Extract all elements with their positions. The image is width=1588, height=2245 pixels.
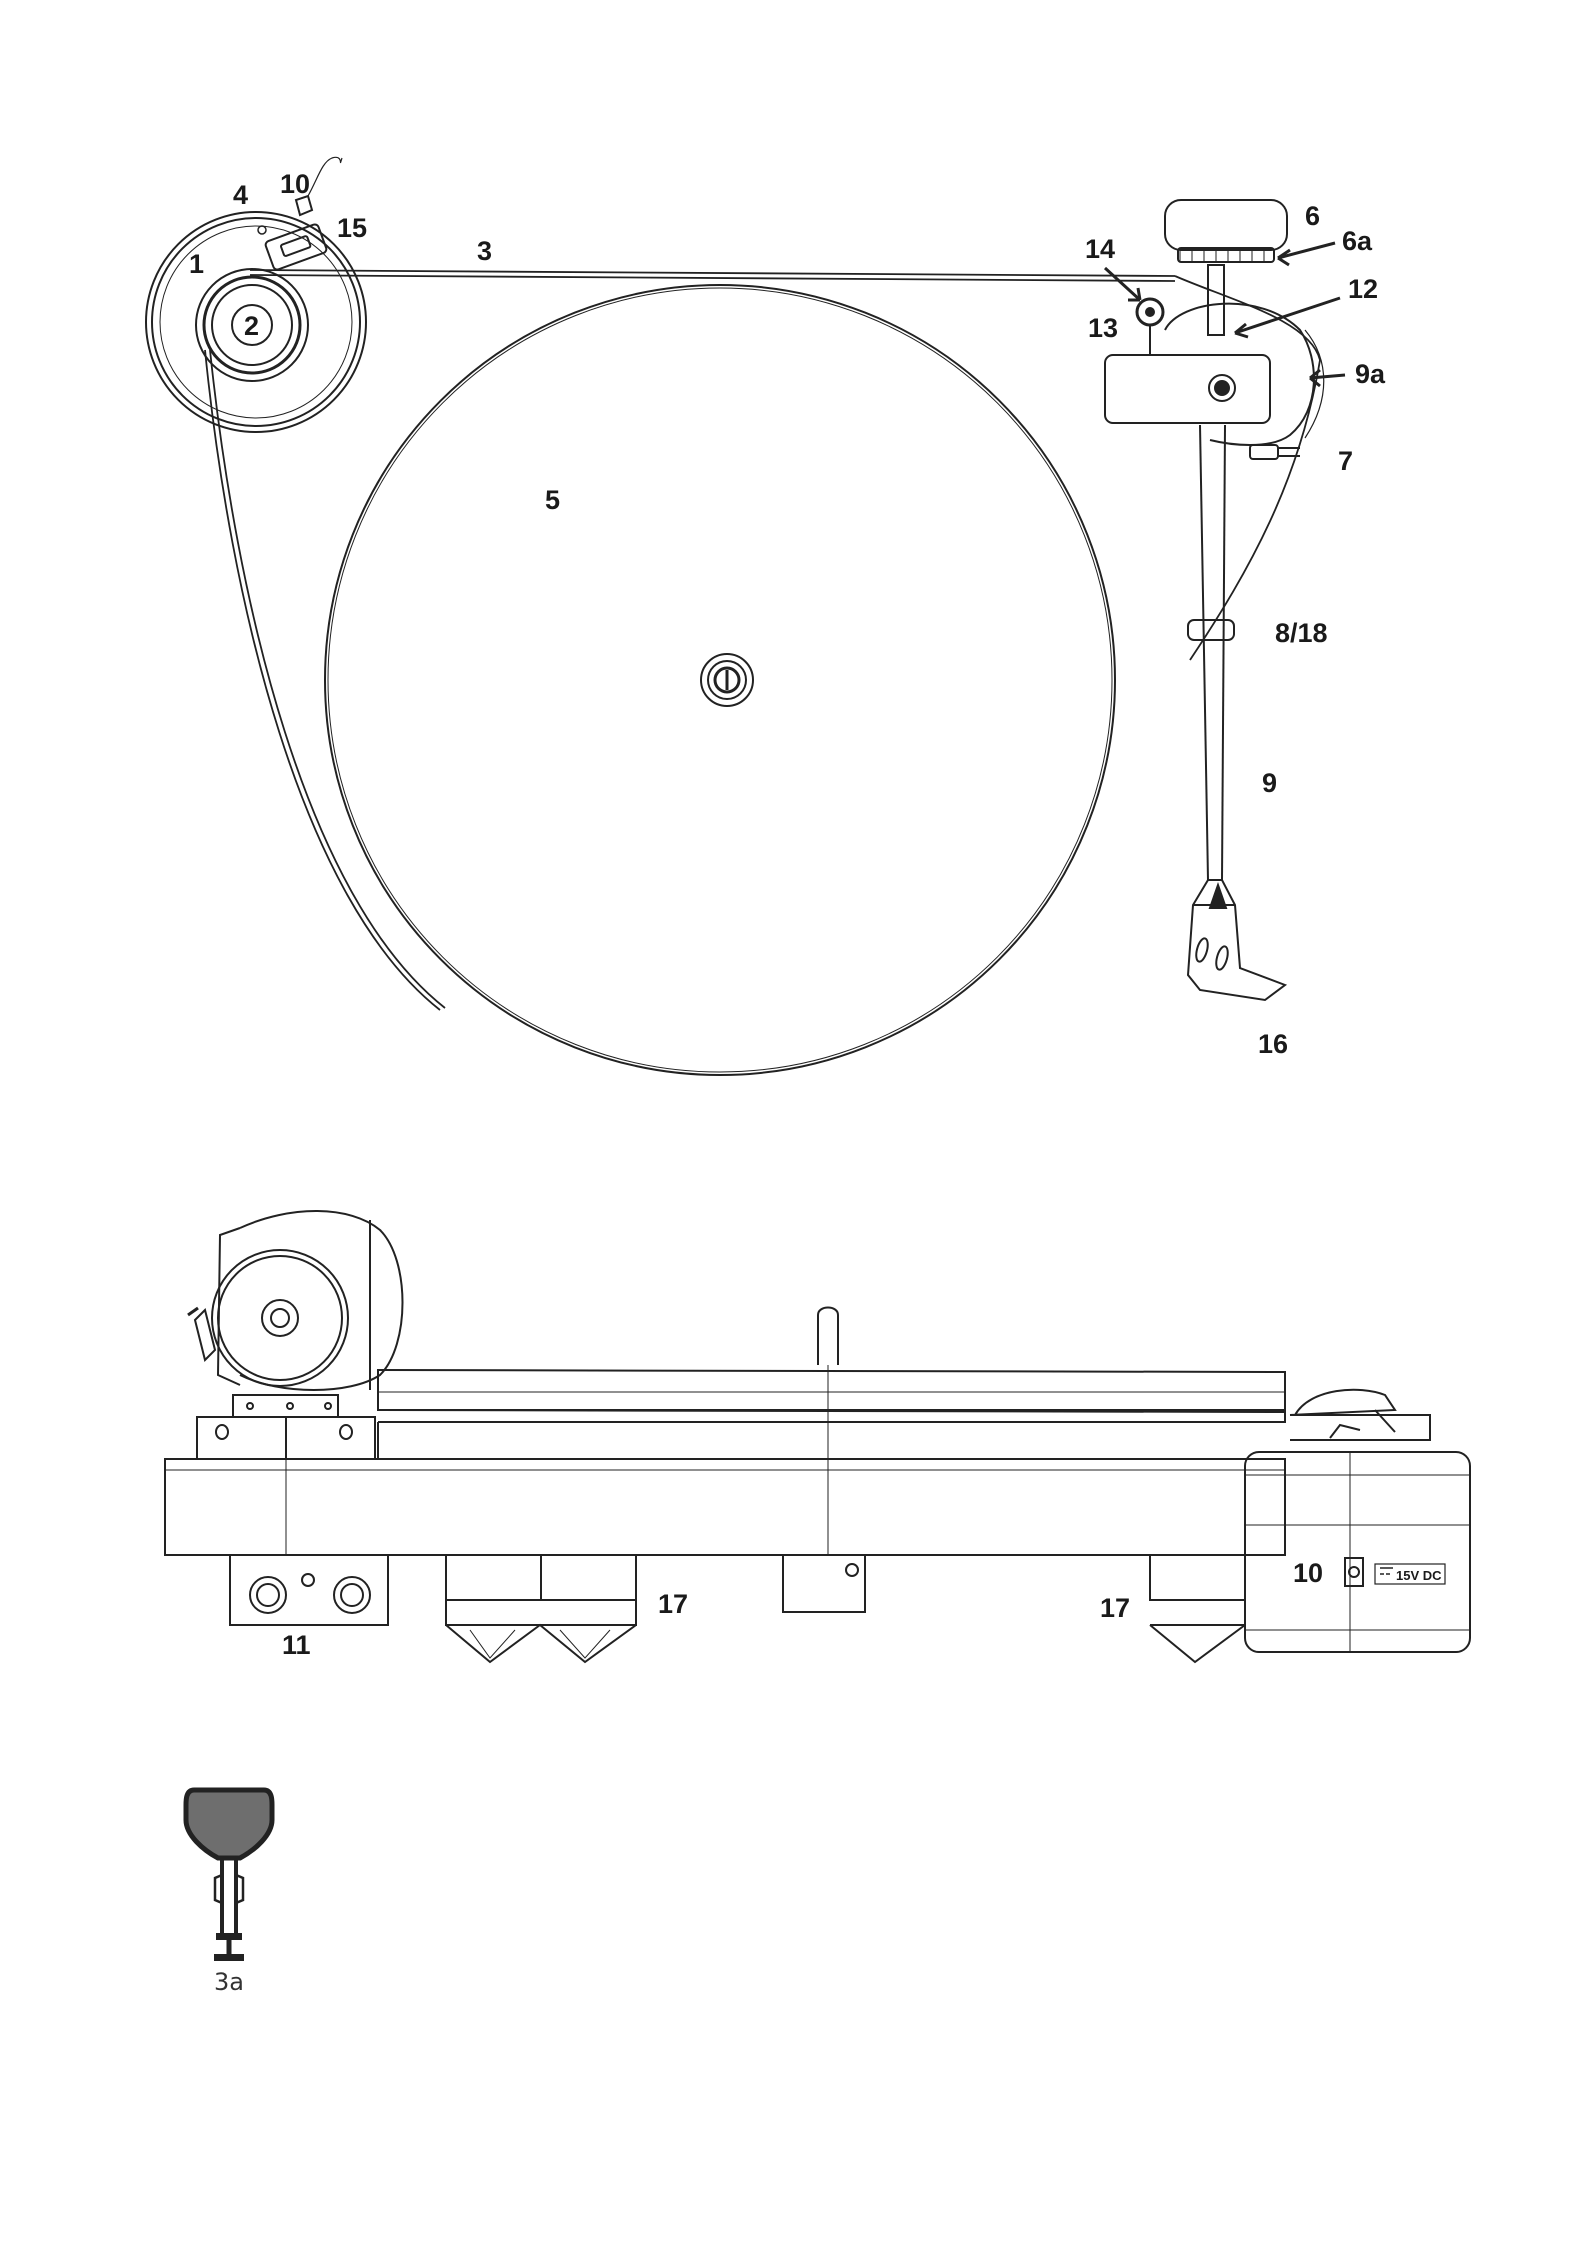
label-7: 7	[1338, 446, 1353, 476]
label-1: 1	[189, 249, 204, 279]
label-10: 10	[280, 169, 310, 199]
platter-side	[378, 1308, 1285, 1557]
side-view-labels: 10 11 17 17 15V DC	[282, 1558, 1442, 1660]
side-view	[165, 1211, 1470, 1662]
drive-belt	[205, 270, 1320, 1010]
label-12: 12	[1348, 274, 1378, 304]
tonearm-side	[1290, 1390, 1430, 1440]
right-housing	[1245, 1452, 1470, 1652]
label-14: 14	[1085, 234, 1115, 264]
top-view	[146, 157, 1345, 1075]
label-11: 11	[282, 1630, 311, 1660]
label-6a: 6a	[1342, 226, 1373, 256]
platter	[325, 285, 1115, 1075]
label-side-10: 10	[1293, 1558, 1323, 1588]
label-3a: 3a	[214, 1968, 244, 1996]
label-9a: 9a	[1355, 359, 1386, 389]
label-9: 9	[1262, 768, 1277, 798]
label-8-18: 8/18	[1275, 618, 1328, 648]
belt-tool-3a: 3a	[186, 1790, 272, 1996]
label-15: 15	[337, 213, 367, 243]
motor-side	[188, 1211, 403, 1417]
label-2: 2	[244, 311, 259, 341]
label-13: 13	[1088, 313, 1118, 343]
plinth-main	[165, 1459, 1285, 1555]
top-view-labels: 1 2 3 4 5 6 6a 7 8/18 9 9a 10 12 13 14 1…	[189, 169, 1386, 1059]
connection-box	[230, 1555, 388, 1625]
tonearm	[1188, 425, 1285, 1000]
spindle	[701, 654, 753, 706]
plinth-upper	[197, 1417, 375, 1459]
label-4: 4	[233, 180, 248, 210]
label-5: 5	[545, 485, 560, 515]
motor-unit	[146, 157, 366, 432]
power-spec-label: 15V DC	[1396, 1568, 1442, 1583]
label-17-right: 17	[1100, 1593, 1130, 1623]
tonearm-base	[1105, 200, 1324, 459]
label-3: 3	[477, 236, 492, 266]
label-6: 6	[1305, 201, 1320, 231]
label-16: 16	[1258, 1029, 1288, 1059]
label-17-left: 17	[658, 1589, 688, 1619]
